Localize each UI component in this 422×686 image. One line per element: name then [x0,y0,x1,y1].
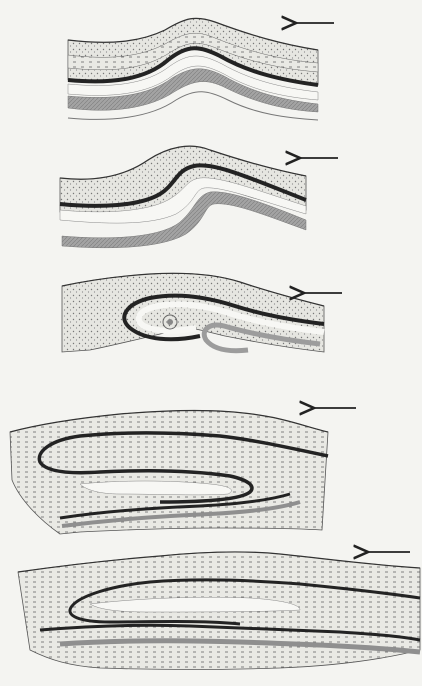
fold-panel-4 [10,408,356,534]
fold-panel-1 [68,18,334,120]
fold-core-inner [167,319,173,325]
fold-panel-3 [62,273,342,352]
fold-panel-5 [18,552,420,670]
fold-panel-2 [60,146,338,248]
